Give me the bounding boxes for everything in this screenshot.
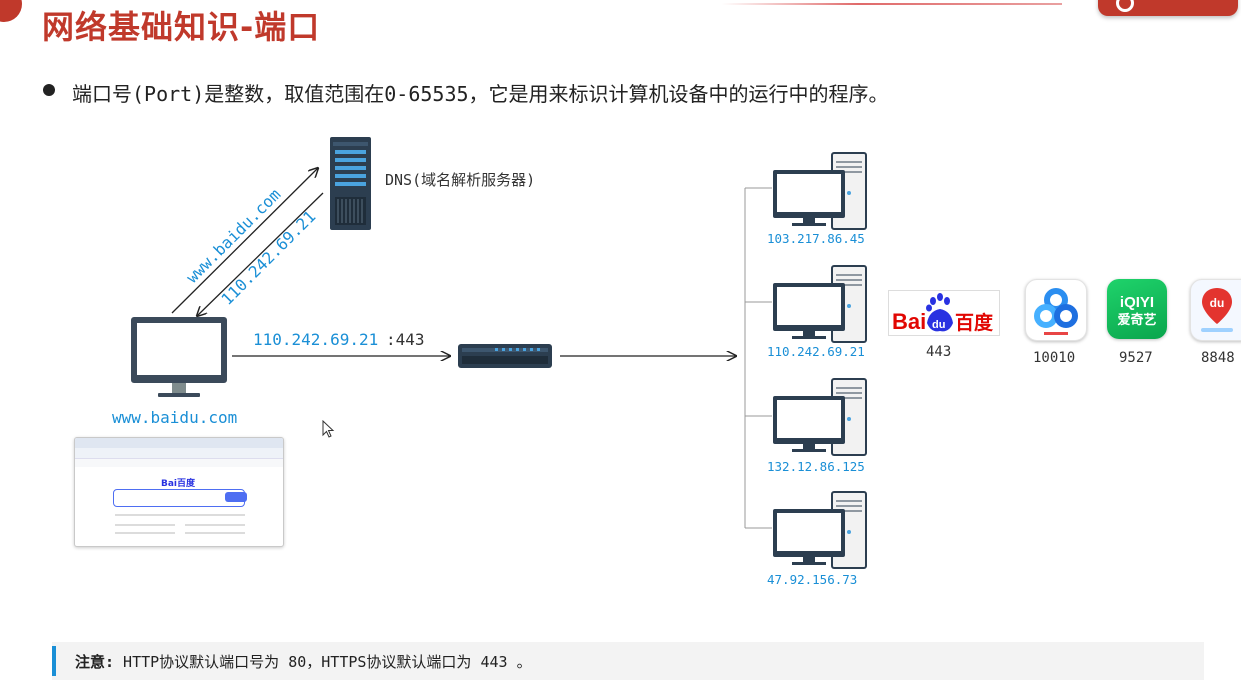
iqiyi-icon: iQIYI 爱奇艺 — [1107, 279, 1167, 339]
browser-tab-strip — [75, 438, 283, 448]
svg-text:爱奇艺: 爱奇艺 — [1117, 312, 1156, 328]
browser-text-line — [115, 514, 245, 516]
dns-server-icon — [330, 137, 371, 230]
note-text: 注意: HTTP协议默认端口号为 80，HTTPS协议默认端口为 443 。 — [75, 651, 532, 672]
server-computer-1-icon — [773, 152, 867, 230]
browser-text-line — [115, 524, 175, 526]
note-body: HTTP协议默认端口号为 80，HTTPS协议默认端口为 443 。 — [114, 653, 532, 671]
cloud-icon — [1025, 279, 1087, 341]
app-port-label: 10010 — [1033, 350, 1076, 366]
dns-query-arrow — [171, 168, 318, 314]
brand-logo-tab — [1098, 0, 1238, 16]
dns-response-arrow — [197, 192, 324, 316]
browser-text-line — [115, 532, 175, 534]
header-divider — [722, 3, 1062, 5]
client-computer-icon — [131, 317, 227, 397]
svg-text:iQIYI: iQIYI — [1120, 294, 1154, 311]
bullet-text: 端口号(Port)是整数，取值范围在0-65535，它是用来标识计算机设备中的运… — [72, 82, 889, 106]
network-switch-icon — [458, 344, 552, 368]
server-ip-label: 47.92.156.73 — [767, 572, 858, 587]
note-label: 注意: — [75, 653, 115, 671]
svg-text:du: du — [932, 319, 945, 331]
browser-thumbnail: Bai百度 — [74, 437, 284, 547]
svg-text:Bai: Bai — [892, 309, 926, 334]
server-computer-3-icon — [773, 378, 867, 456]
app-port-label: 443 — [926, 344, 952, 360]
bullet-icon — [43, 84, 55, 96]
note-accent-bar — [52, 646, 56, 676]
brand-logo-icon — [1116, 0, 1134, 12]
browser-bookmarks-bar — [75, 459, 283, 467]
browser-search-button — [225, 492, 247, 502]
browser-address-bar — [75, 448, 283, 459]
server-ip-label: 110.242.69.21 — [767, 344, 865, 359]
server-ip-label: 132.12.86.125 — [767, 459, 865, 474]
corner-decoration — [0, 0, 22, 22]
dns-label: DNS(域名解析服务器) — [385, 171, 536, 189]
browser-text-line — [185, 524, 245, 526]
app-port-label: 8848 — [1201, 350, 1235, 366]
app-port-label: 9527 — [1119, 350, 1153, 366]
client-domain-label: www.baidu.com — [112, 408, 238, 427]
map-pin-icon: du — [1190, 279, 1241, 341]
mouse-cursor-icon — [322, 420, 335, 438]
server-ip-label: 103.217.86.45 — [767, 231, 865, 246]
browser-baidu-logo: Bai百度 — [161, 479, 196, 489]
note-panel — [52, 642, 1204, 680]
svg-text:百度: 百度 — [955, 311, 994, 334]
request-port-label: :443 — [386, 330, 425, 349]
browser-text-line — [185, 532, 245, 534]
dns-query-label: www.baidu.com — [182, 185, 284, 287]
server-bracket — [744, 187, 772, 529]
request-ip-label: 110.242.69.21 — [253, 330, 379, 349]
page-title: 网络基础知识-端口 — [42, 8, 321, 46]
server-computer-4-icon — [773, 491, 867, 569]
svg-text:du: du — [1210, 296, 1225, 310]
baidu-logo-icon: Bai du 百度 — [888, 290, 1000, 336]
server-computer-2-icon — [773, 265, 867, 343]
